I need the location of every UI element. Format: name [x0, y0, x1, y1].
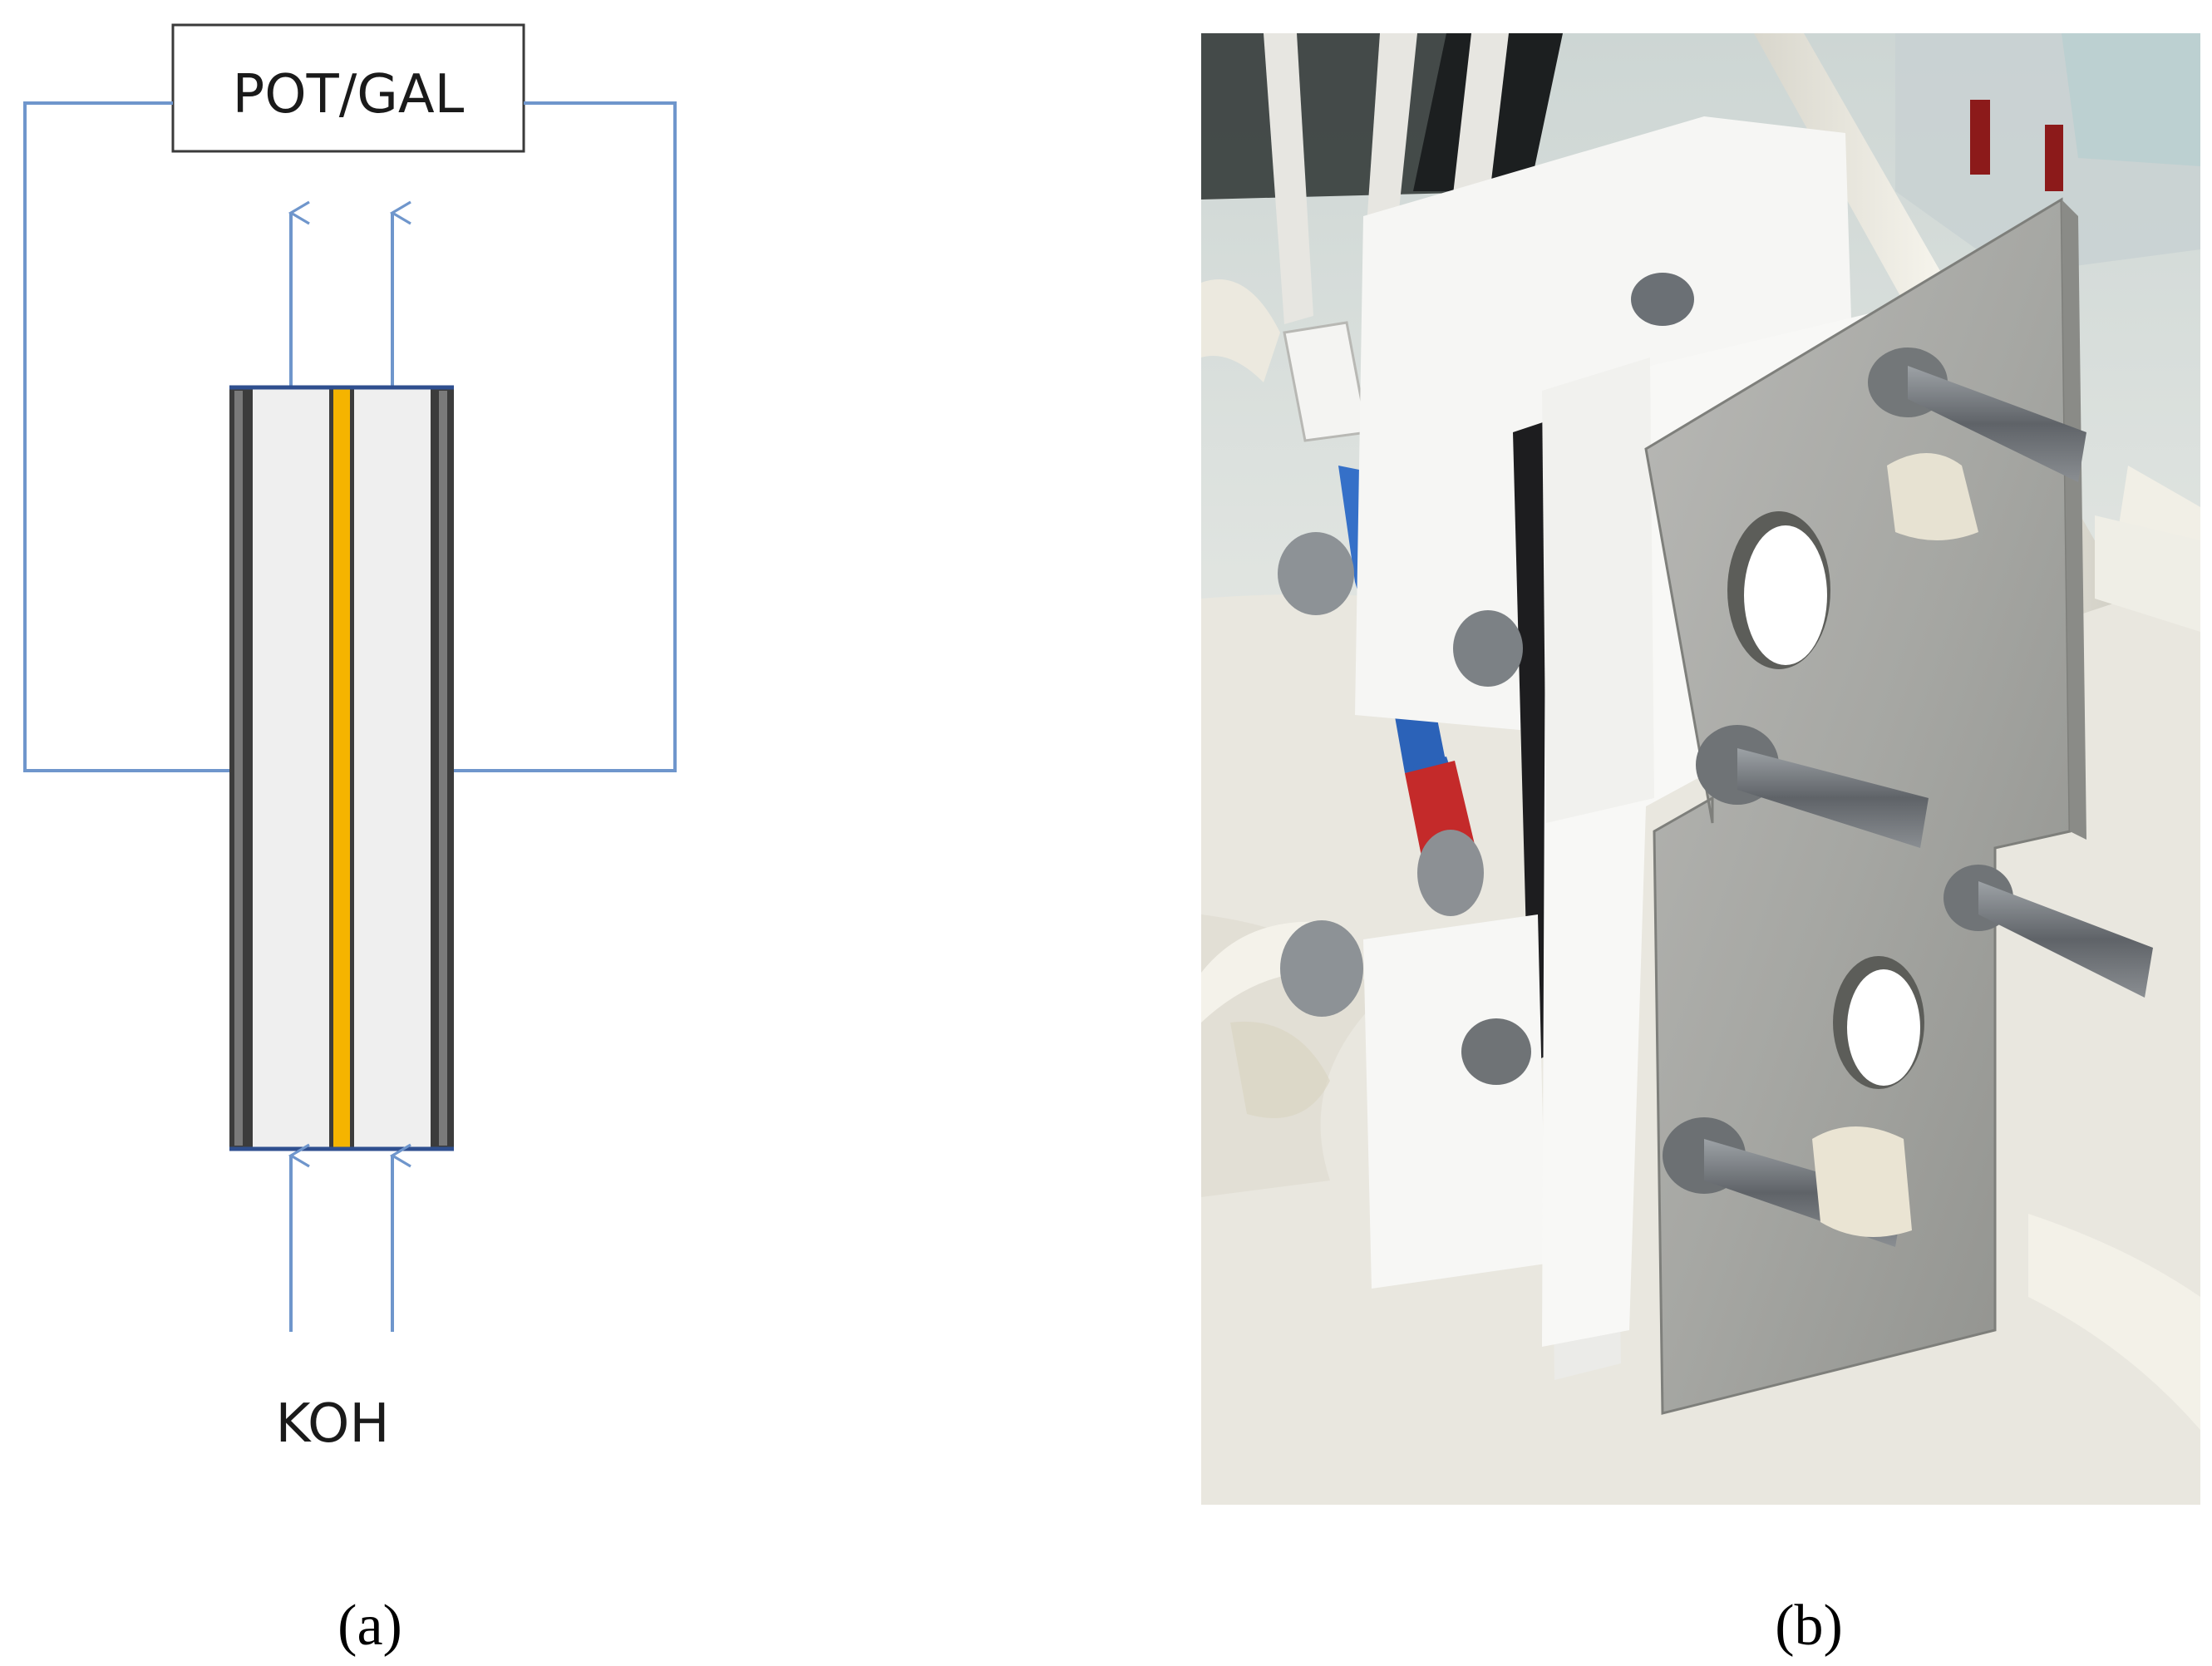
right-wire	[451, 101, 677, 772]
schematic-diagram: POT/GAL KOH	[23, 23, 677, 1455]
inlet-arrows	[288, 1143, 411, 1332]
cathode-chamber	[352, 387, 434, 1149]
left-wire	[23, 101, 229, 772]
bolts	[1278, 273, 2153, 1247]
caption-a: (a)	[337, 1594, 402, 1658]
circuit-wires	[23, 101, 677, 772]
anode-chamber	[249, 387, 331, 1149]
outlet-arrows	[288, 200, 411, 386]
potentiostat-box: POT/GAL	[171, 23, 525, 153]
electrolyzer-photo	[1201, 33, 2200, 1505]
electrolyzer-cell	[229, 385, 454, 1151]
electrolyte-label: KOH	[276, 1393, 390, 1455]
caption-b: (b)	[1775, 1594, 1843, 1658]
potentiostat-label: POT/GAL	[233, 64, 465, 126]
